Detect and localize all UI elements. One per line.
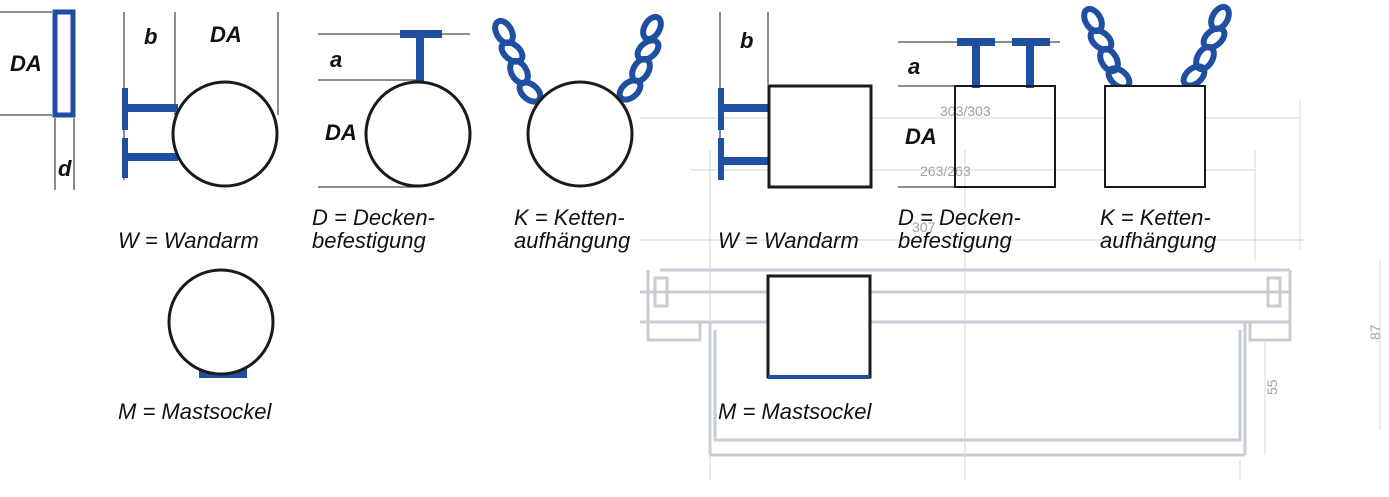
square-wall-arm-lower xyxy=(722,157,770,165)
square-ceiling-rod-right xyxy=(1026,40,1034,88)
ceiling-da-label: DA xyxy=(325,120,357,145)
square-ceiling-rod-left xyxy=(972,40,980,88)
wall-arm-upper xyxy=(126,104,178,112)
wall-arm-lower xyxy=(126,153,178,161)
square-chain-right xyxy=(1180,4,1233,90)
square-wall-caption: W = Wandarm xyxy=(718,228,859,253)
bg-dimension-frame: 307 xyxy=(912,219,936,235)
square-ceiling-mount-figure xyxy=(898,38,1060,188)
round-ceiling-mount-figure xyxy=(318,30,472,188)
square-ceiling-da-label: DA xyxy=(905,124,937,149)
round-luminaire-ceiling xyxy=(364,80,472,188)
round-pole-figure xyxy=(167,268,275,378)
chain-right xyxy=(616,14,665,104)
bg-dimension-mid: 263/263 xyxy=(920,163,971,179)
square-pole-caption: M = Mastsockel xyxy=(718,399,872,424)
square-wall-plate-upper xyxy=(718,88,724,130)
bg-dimension-top: 303/303 xyxy=(940,103,991,119)
tube-da-label: DA xyxy=(10,51,42,76)
square-luminaire-wall xyxy=(767,84,873,189)
chain-left xyxy=(492,18,545,106)
square-pole-socket xyxy=(768,375,870,379)
square-luminaire-pole xyxy=(766,274,872,379)
round-pole-caption: M = Mastsockel xyxy=(118,399,272,424)
round-luminaire-pole xyxy=(167,268,275,376)
ceiling-rod xyxy=(416,34,424,84)
wall-da-label: DA xyxy=(210,22,242,47)
wall-plate-upper xyxy=(122,88,128,130)
square-ceiling-a-label: a xyxy=(908,54,921,79)
bg-dimension-far: 87 xyxy=(1367,324,1383,340)
square-luminaire-ceiling xyxy=(954,85,1056,188)
square-wall-plate-lower xyxy=(718,138,724,180)
ceiling-a-label: a xyxy=(330,47,343,72)
round-chain-figure xyxy=(492,14,665,188)
round-wall-arm-figure xyxy=(122,12,279,188)
square-chain-figure xyxy=(1081,4,1233,188)
round-wall-caption: W = Wandarm xyxy=(118,228,259,253)
round-luminaire-chain xyxy=(526,80,634,188)
square-pole-figure xyxy=(766,274,872,379)
square-luminaire-chain xyxy=(1104,85,1206,188)
tube-d-label: d xyxy=(58,156,72,181)
tube-profile xyxy=(0,9,76,190)
round-chain-caption: K = Ketten- aufhängung xyxy=(514,205,631,253)
round-ceiling-caption: D = Decken- befestigung xyxy=(312,205,435,253)
tube-profile-shape xyxy=(52,9,76,118)
square-wall-b-label: b xyxy=(740,28,754,53)
wall-plate-lower xyxy=(122,138,128,178)
square-chain-caption: K = Ketten- aufhängung xyxy=(1100,205,1217,253)
square-ceiling-caption: D = Decken- befestigung xyxy=(898,205,1021,253)
wall-b-label: b xyxy=(144,24,158,49)
square-chain-left xyxy=(1081,6,1134,92)
square-wall-arm-upper xyxy=(722,104,770,112)
round-luminaire-wall xyxy=(171,80,279,188)
square-wall-arm-figure xyxy=(718,12,873,189)
bg-dimension-side: 55 xyxy=(1264,379,1280,395)
